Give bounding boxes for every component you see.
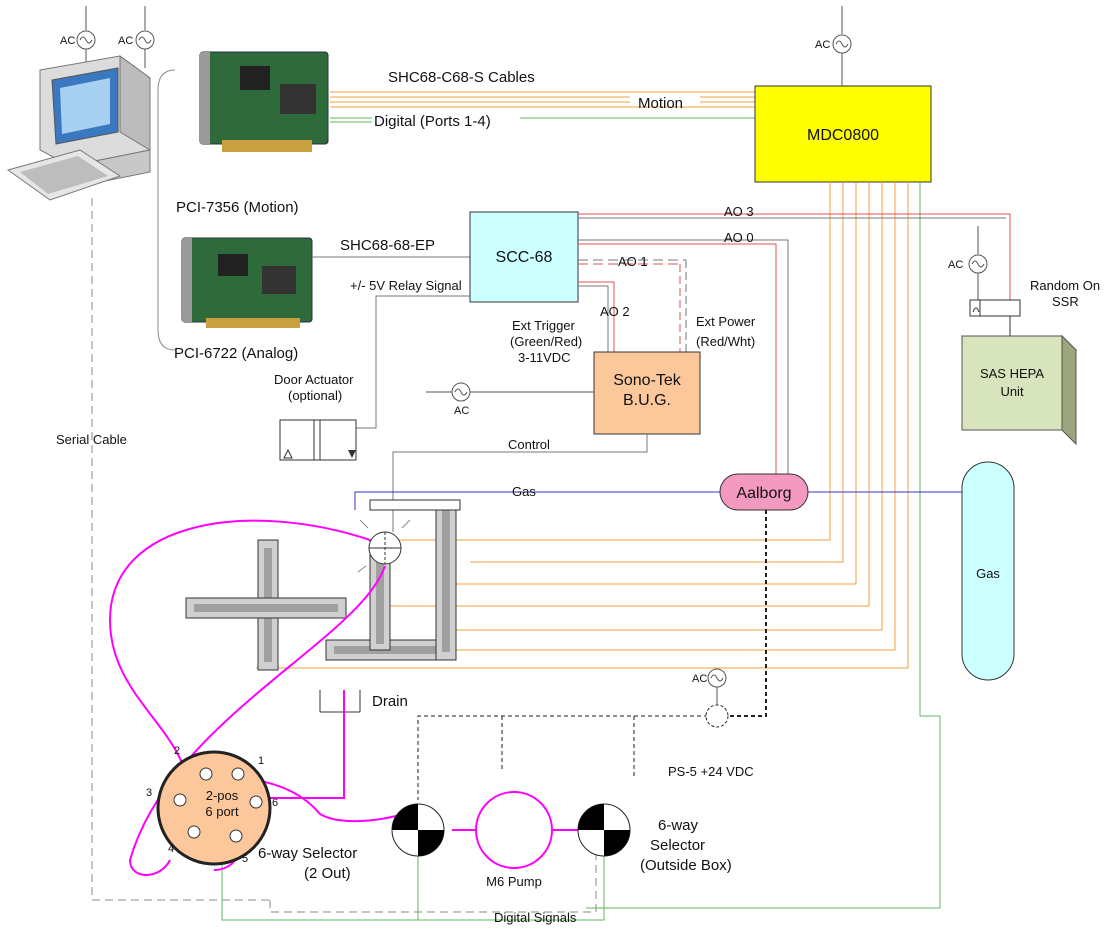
port-3-label: 3 (146, 787, 152, 799)
pci-card-icon (182, 238, 312, 328)
port-5-label: 5 (242, 853, 248, 865)
ac-label: AC (454, 405, 469, 417)
computer-icon (8, 56, 150, 200)
motion-cable (330, 92, 755, 107)
gas-line-label: Gas (512, 484, 536, 499)
aalborg-label: Aalborg (736, 485, 791, 502)
door-actuator-label: Door Actuator (274, 372, 354, 387)
serial-cable-label: Serial Cable (56, 432, 127, 447)
drain-icon (320, 690, 360, 712)
digital-ports-label: Digital (Ports 1-4) (374, 113, 491, 130)
ao2-label: AO 2 (600, 304, 630, 319)
hepa-label: SAS HEPA (980, 366, 1044, 381)
ssr-icon (970, 300, 1020, 336)
ac-source-icon: AC (815, 6, 851, 86)
selector1-label: 6-way Selector (258, 845, 357, 862)
ps5-supply-icon (706, 686, 728, 727)
ext-trigger-label: Ext Trigger (512, 318, 576, 333)
drain-label: Drain (372, 693, 408, 710)
ao0-label: AO 0 (724, 230, 754, 245)
pump-label: M6 Pump (486, 874, 542, 889)
pci6722-label: PCI-6722 (Analog) (174, 345, 298, 362)
scc68-label: SCC-68 (496, 249, 553, 266)
mdc0800-label: MDC0800 (807, 127, 879, 144)
port-2-label: 2 (174, 745, 180, 757)
ps5-power-wire (726, 510, 766, 716)
selector2-location: (Outside Box) (640, 857, 732, 874)
port-4-label: 4 (168, 843, 174, 855)
control-label: Control (508, 437, 550, 452)
pci-card-icon (200, 52, 328, 152)
gas-tank-label: Gas (976, 566, 1000, 581)
sonotek-label: Sono-Tek (613, 372, 682, 389)
hepa-sublabel: Unit (1000, 384, 1024, 399)
ext-trigger-colors: (Green/Red) (510, 334, 582, 349)
stage-icon (186, 540, 346, 670)
ac-label: AC (815, 39, 830, 51)
ac-label: AC (692, 673, 707, 685)
ac-label: AC (118, 35, 133, 47)
valve-sublabel: 6 port (205, 804, 239, 819)
pci7356-label: PCI-7356 (Motion) (176, 199, 299, 216)
ac-source-icon: AC (948, 226, 987, 300)
door-actuator-optional: (optional) (288, 388, 342, 403)
relay-signal-wire (356, 296, 470, 428)
port-6-label: 6 (272, 797, 278, 809)
random-on-label: Random On (1030, 278, 1100, 293)
door-actuator-icon (280, 420, 356, 460)
motion-label: Motion (638, 95, 683, 112)
shc68-ep-label: SHC68-68-EP (340, 237, 435, 254)
digital-signals-label: Digital Signals (494, 910, 577, 925)
selector-valve-icon (392, 804, 444, 856)
port-1-label: 1 (258, 755, 264, 767)
ext-power-colors: (Red/Wht) (696, 334, 755, 349)
valve-label: 2-pos (206, 788, 239, 803)
ac-label: AC (948, 259, 963, 271)
ps5-label: PS-5 +24 VDC (668, 764, 754, 779)
spray-nozzle-icon (358, 520, 410, 572)
selector2-sublabel: Selector (650, 837, 705, 854)
ac-source-icon: AC (692, 669, 726, 687)
ext-power-label: Ext Power (696, 314, 756, 329)
ac-label: AC (60, 35, 75, 47)
shc-cables-label: SHC68-C68-S Cables (388, 69, 535, 86)
pc-bracket (158, 70, 175, 350)
m6-pump (476, 792, 552, 868)
selector1-sublabel: (2 Out) (304, 865, 351, 882)
ac-source-icon: AC (426, 383, 594, 417)
ssr-label: SSR (1052, 294, 1079, 309)
ext-trigger-voltage: 3-11VDC (518, 350, 571, 365)
ao1-label: AO 1 (618, 254, 648, 269)
relay-signal-label: +/- 5V Relay Signal (350, 278, 462, 293)
ao3-label: AO 3 (724, 204, 754, 219)
selector2-label: 6-way (658, 817, 699, 834)
sonotek-sublabel: B.U.G. (623, 392, 671, 409)
ac-source-icon: AC (60, 6, 95, 68)
selector-valve-icon (578, 804, 630, 856)
digital-signal-wire (586, 182, 940, 908)
